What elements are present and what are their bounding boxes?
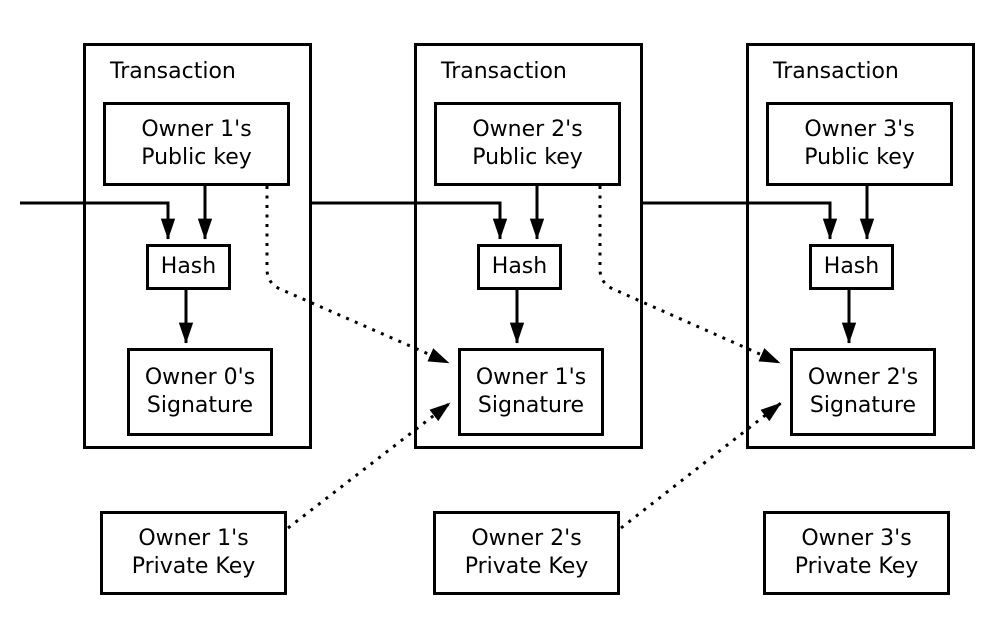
private-key-owner: Owner 3's [801,526,912,551]
transaction-title: Transaction [773,59,899,84]
public-key-owner: Owner 2's [472,117,583,142]
public-key-owner: Owner 3's [804,117,915,142]
hash-label: Hash [160,254,217,279]
public-key-owner: Owner 1's [141,117,252,142]
transaction-box-2: Transaction Owner 2's Public key Hash Ow… [414,43,643,449]
signature-label: Signature [477,393,585,418]
public-key-label: Public key [472,145,583,170]
signature-owner: Owner 2's [807,365,919,390]
hash-box-3: Hash [809,244,894,290]
hash-label: Hash [823,254,880,279]
private-key-owner: Owner 1's [138,526,249,551]
private-key-label: Private Key [464,554,589,579]
private-key-owner: Owner 2's [471,526,582,551]
transaction-box-1: Transaction Owner 1's Public key Hash Ow… [83,43,312,449]
signature-owner: Owner 1's [475,365,587,390]
signature-box-1: Owner 0's Signature [127,348,273,436]
hash-box-2: Hash [477,244,562,290]
signature-owner: Owner 0's [144,365,256,390]
public-key-box-1: Owner 1's Public key [103,102,290,186]
public-key-label: Public key [141,145,252,170]
signature-label: Signature [146,393,254,418]
transaction-title: Transaction [110,59,236,84]
signature-label: Signature [809,393,917,418]
transaction-title: Transaction [441,59,567,84]
transaction-box-3: Transaction Owner 3's Public key Hash Ow… [746,43,975,449]
public-key-box-3: Owner 3's Public key [766,102,953,186]
hash-label: Hash [491,254,548,279]
public-key-label: Public key [804,145,915,170]
private-key-box-3: Owner 3's Private Key [763,511,950,595]
hash-box-1: Hash [146,244,231,290]
signature-box-2: Owner 1's Signature [458,348,604,436]
signature-box-3: Owner 2's Signature [790,348,936,436]
private-key-box-1: Owner 1's Private Key [100,511,287,595]
public-key-box-2: Owner 2's Public key [434,102,621,186]
private-key-label: Private Key [131,554,256,579]
private-key-box-2: Owner 2's Private Key [433,511,620,595]
private-key-label: Private Key [794,554,919,579]
